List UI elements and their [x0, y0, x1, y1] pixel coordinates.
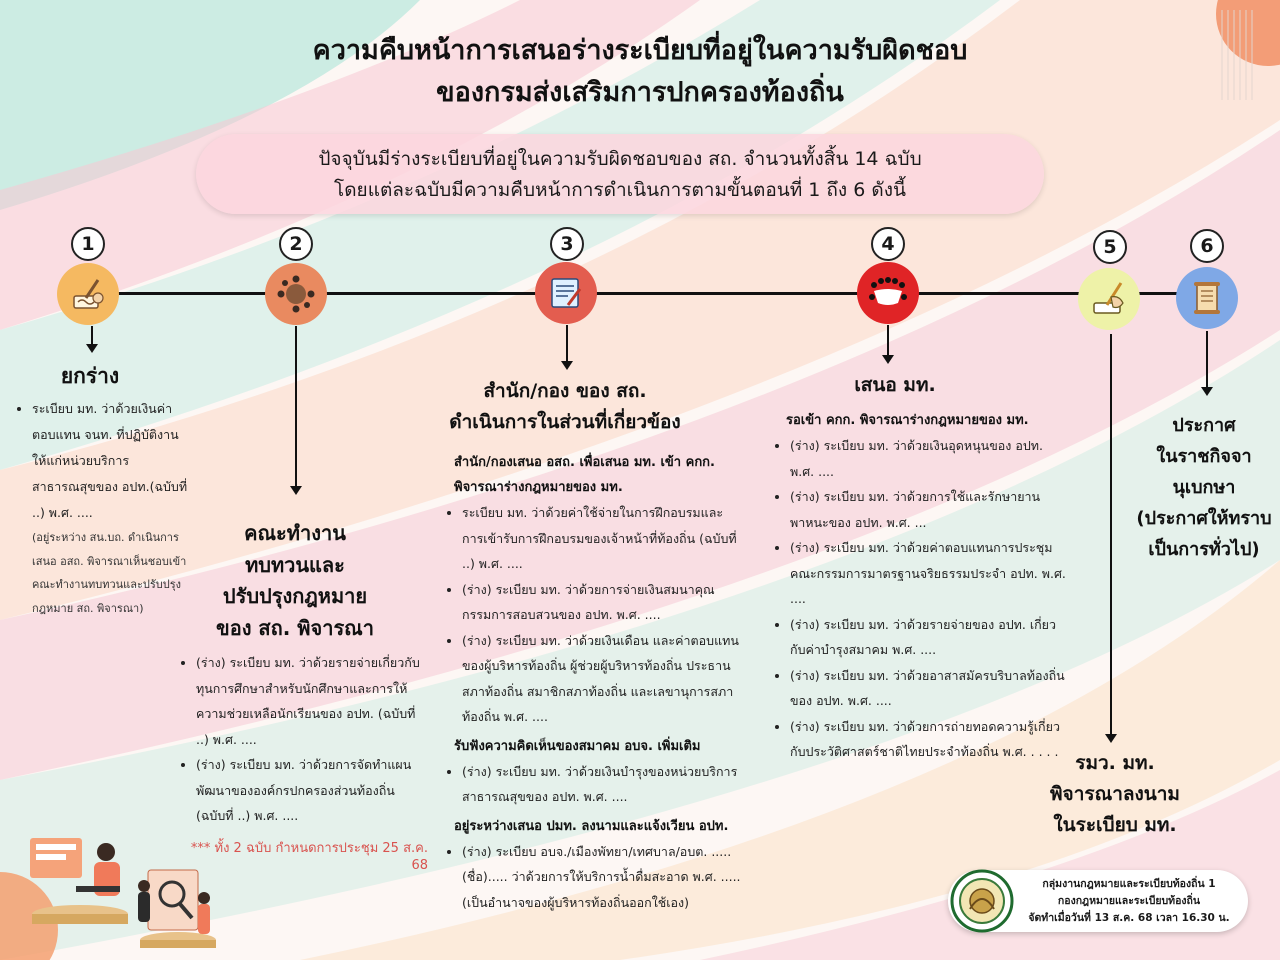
step-1-heading: ยกร่าง [60, 364, 120, 388]
intro-banner: ปัจจุบันมีร่างระเบียบที่อยู่ในความรับผิด… [196, 134, 1044, 214]
step-2-connector [295, 326, 297, 486]
step-2-heading-line: ปรับปรุงกฎหมาย [222, 584, 368, 608]
document-sign-icon [551, 278, 582, 308]
step-3-group-2-title: รับฟังความคิดเห็นของสมาคม อบจ. เพิ่มเติม [454, 738, 701, 754]
scroll-announcement-icon [1194, 282, 1220, 314]
footer-line-1: กลุ่มงานกฎหมายและระเบียบท้องถิ่น 1 [1042, 878, 1216, 890]
step-2-heading: คณะทำงาน ทบทวนและ ปรับปรุงกฎหมาย ของ สถ.… [190, 518, 400, 644]
conference-table-icon [869, 277, 907, 305]
step-2-content: (ร่าง) ระเบียบ มท. ว่าด้วยรายจ่ายเกี่ยวก… [176, 650, 428, 873]
step-6-heading-line: ประกาศ [1172, 415, 1236, 436]
step-5-number: 5 [1093, 230, 1127, 264]
step-4-item: (ร่าง) ระเบียบ มท. ว่าด้วยเงินอุดหนุนของ… [790, 433, 1070, 484]
step-1-connector [91, 326, 93, 344]
step-6-heading-line: ในราชกิจจา [1156, 446, 1252, 467]
title-line-1: ความคืบหน้าการเสนอร่างระเบียบที่อยู่ในคว… [312, 35, 968, 66]
step-3-heading: สำนัก/กอง ของ สถ. ดำเนินการในส่วนที่เกี่… [430, 376, 700, 438]
step-1-icon-circle [57, 263, 119, 325]
step-6-heading-line: (ประกาศให้ทราบ [1136, 508, 1272, 529]
footer-badge: กลุ่มงานกฎหมายและระเบียบท้องถิ่น 1 กองกฎ… [948, 869, 1248, 933]
timeline-line [90, 292, 1210, 295]
step-2-arrow-icon [290, 486, 302, 495]
footer-line-2: กองกฎหมายและระเบียบท้องถิ่น [1057, 895, 1201, 907]
step-3-item: (ร่าง) ระเบียบ มท. ว่าด้วยเงินเดือน และค… [462, 628, 742, 730]
step-4-heading: เสนอ มท. [854, 374, 936, 396]
step-4-item: (ร่าง) ระเบียบ มท. ว่าด้วยอาสาสมัครบริบา… [790, 663, 1070, 714]
step-3-item: (ร่าง) ระเบียบ มท. ว่าด้วยการจ่ายเงินสมน… [462, 577, 742, 628]
footer-text: กลุ่มงานกฎหมายและระเบียบท้องถิ่น 1 กองกฎ… [1018, 876, 1240, 927]
step-1-status-note: (อยู่ระหว่าง สน.บถ. ดำเนินการเสนอ อสถ. พ… [32, 531, 187, 615]
signing-hand-icon [1093, 282, 1124, 314]
step-2-item: (ร่าง) ระเบียบ มท. ว่าด้วยรายจ่ายเกี่ยวก… [196, 650, 428, 752]
step-3-group-1-title: สำนัก/กองเสนอ อสถ. เพื่อเสนอ มท. เข้า คก… [454, 455, 715, 495]
step-5-heading-line: ในระเบียบ มท. [1053, 814, 1177, 836]
step-3-heading-line: ดำเนินการในส่วนที่เกี่ยวข้อง [449, 411, 681, 433]
meeting-table-icon [277, 275, 315, 313]
step-5-connector [1110, 334, 1112, 734]
intro-line-2: โดยแต่ละฉบับมีความคืบหน้าการดำเนินการตาม… [334, 179, 906, 201]
step-6-heading-line: เป็นการทั่วไป) [1148, 539, 1260, 560]
step-4-number: 4 [871, 227, 905, 261]
step-5-arrow-icon [1105, 734, 1117, 743]
step-1-content: ระเบียบ มท. ว่าด้วยเงินค่าตอบแทน จนท. ที… [12, 396, 192, 620]
step-5-heading: รมว. มท. พิจารณาลงนาม ในระเบียบ มท. [1010, 748, 1220, 841]
step-6-arrow-icon [1201, 387, 1213, 396]
step-4-item: (ร่าง) ระเบียบ มท. ว่าด้วยการใช้และรักษา… [790, 484, 1070, 535]
step-4-icon-circle [857, 262, 919, 324]
step-2-number: 2 [279, 227, 313, 261]
title-line-2: ของกรมส่งเสริมการปกครองท้องถิ่น [436, 77, 844, 108]
step-2-heading-line: คณะทำงาน [244, 521, 346, 545]
step-2-item: (ร่าง) ระเบียบ มท. ว่าด้วยการจัดทำแผนพัฒ… [196, 752, 428, 829]
step-3-heading-line: สำนัก/กอง ของ สถ. [483, 380, 647, 402]
step-3-number: 3 [550, 227, 584, 261]
step-2-heading-line: ของ สถ. พิจารณา [216, 615, 374, 640]
step-6-heading: ประกาศ ในราชกิจจา นุเบกษา (ประกาศให้ทราบ… [1128, 410, 1280, 565]
writing-hand-icon [73, 279, 104, 309]
step-1-arrow-icon [86, 344, 98, 353]
step-1-number: 1 [71, 227, 105, 261]
step-2-icon-circle [265, 263, 327, 325]
step-2-meeting-note: *** ทั้ง 2 ฉบับ กำหนดการประชุม 25 ส.ค. 6… [190, 840, 428, 873]
department-seal-icon [950, 869, 1014, 933]
step-3-group-3-title: อยู่ระหว่างเสนอ ปมท. ลงนามและแจ้งเวียน อ… [454, 818, 729, 834]
step-1-item: ระเบียบ มท. ว่าด้วยเงินค่าตอบแทน จนท. ที… [32, 396, 192, 526]
step-3-item: ระเบียบ มท. ว่าด้วยค่าใช้จ่ายในการฝึกอบร… [462, 500, 742, 577]
step-5-heading-line: พิจารณาลงนาม [1050, 783, 1180, 805]
step-3-arrow-icon [561, 361, 573, 370]
step-3-content: สำนัก/กองเสนอ อสถ. เพื่อเสนอ มท. เข้า คก… [442, 450, 742, 915]
step-4-content: รอเข้า คกก. พิจารณาร่างกฎหมายของ มท. (ร่… [770, 408, 1070, 765]
step-2-heading-line: ทบทวนและ [245, 552, 345, 577]
step-4-item: (ร่าง) ระเบียบ มท. ว่าด้วยรายจ่ายของ อปท… [790, 612, 1070, 663]
step-6-connector [1206, 331, 1208, 387]
footer-line-3: จัดทำเมื่อวันที่ 13 ส.ค. 68 เวลา 16.30 น… [1028, 912, 1230, 924]
step-6-heading-line: นุเบกษา [1172, 477, 1236, 498]
step-4-item: (ร่าง) ระเบียบ มท. ว่าด้วยการถ่ายทอดความ… [790, 714, 1070, 765]
step-3-item: (ร่าง) ระเบียบ อบจ./เมืองพัทยา/เทศบาล/อบ… [462, 839, 742, 916]
step-6-icon-circle [1176, 267, 1238, 329]
step-4-item: (ร่าง) ระเบียบ มท. ว่าด้วยค่าตอบแทนการปร… [790, 535, 1070, 612]
page-title: ความคืบหน้าการเสนอร่างระเบียบที่อยู่ในคว… [140, 30, 1140, 114]
step-3-connector [566, 325, 568, 361]
step-6-number: 6 [1190, 229, 1224, 263]
step-4-connector [887, 325, 889, 355]
step-3-item: (ร่าง) ระเบียบ มท. ว่าด้วยเงินบำรุงของหน… [462, 759, 742, 810]
step-4-arrow-icon [882, 355, 894, 364]
intro-line-1: ปัจจุบันมีร่างระเบียบที่อยู่ในความรับผิด… [318, 148, 922, 170]
people-working-illustration [30, 838, 216, 948]
step-3-icon-circle [535, 262, 597, 324]
step-4-group-title: รอเข้า คกก. พิจารณาร่างกฎหมายของ มท. [786, 413, 1029, 428]
step-5-heading-line: รมว. มท. [1075, 752, 1155, 774]
step-5-icon-circle [1078, 268, 1140, 330]
